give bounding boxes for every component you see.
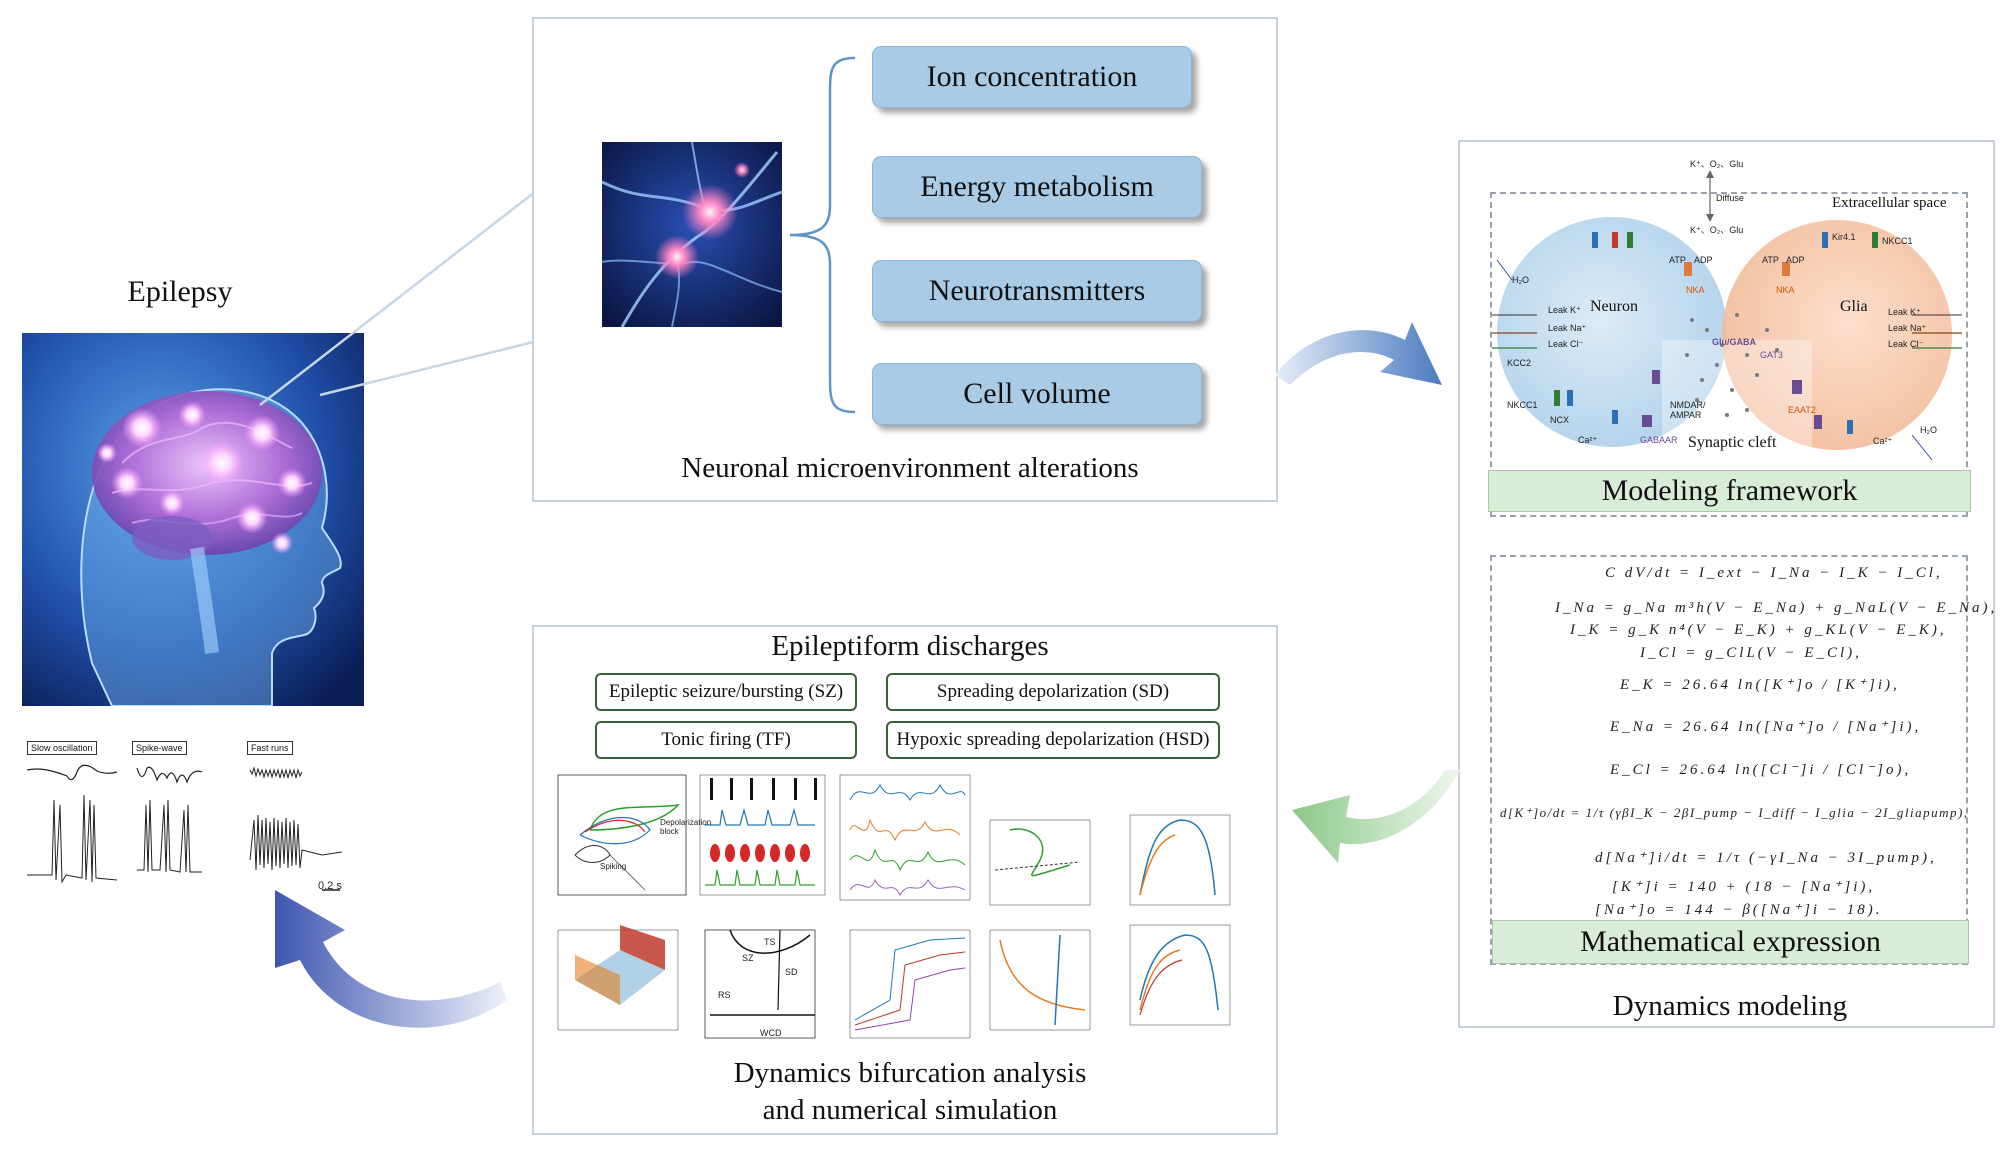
- plot-label-sz: SZ: [742, 953, 754, 963]
- signal-label-fast: Fast runs: [247, 741, 293, 755]
- modeling-diagram: [1492, 170, 1962, 465]
- modeling-framework-label: Modeling framework: [1488, 470, 1971, 512]
- diag-extracellular: Extracellular space: [1832, 195, 1947, 211]
- eq-4: I_Cl = g_ClL(V − E_Cl),: [1640, 645, 1862, 661]
- diag-nmdar: NMDAR/ AMPAR: [1670, 400, 1706, 420]
- bifurcation-title-1: Dynamics bifurcation analysis: [733, 1057, 1087, 1089]
- plot-label-spiking: Spiking: [600, 862, 627, 871]
- diag-glia-leak-k: Leak K⁺: [1888, 307, 1921, 317]
- diag-atp-glia: ATP: [1762, 255, 1779, 265]
- plot-label-depol: Depolarization block: [660, 818, 712, 836]
- eeg-traces: [26, 764, 343, 891]
- diag-ca: Ca²⁺: [1578, 435, 1598, 445]
- eq-10: [K⁺]i = 140 + (18 − [Na⁺]i),: [1612, 879, 1876, 895]
- tag-sz: Epileptic seizure/bursting (SZ): [595, 673, 857, 711]
- neuron-image: [602, 142, 782, 327]
- microenvironment-title: Neuronal microenvironment alterations: [681, 452, 1139, 484]
- eq-9: d[Na⁺]i/dt = 1/τ (−γI_Na − 3I_pump),: [1595, 850, 1937, 866]
- diag-neuron-leak-cl: Leak Cl⁻: [1548, 339, 1584, 349]
- math-expression-label: Mathematical expression: [1492, 920, 1969, 964]
- epilepsy-title: Epilepsy: [127, 275, 233, 308]
- diag-h2o: H₂O: [1512, 275, 1529, 285]
- diag-nka: NKA: [1686, 285, 1705, 295]
- diag-adp-glia: ADP: [1786, 255, 1805, 265]
- diag-glia-leak-cl: Leak Cl⁻: [1888, 339, 1924, 349]
- discharges-title: Epileptiform discharges: [771, 630, 1049, 662]
- item-ion-concentration: Ion concentration: [872, 46, 1192, 108]
- eq-8: d[K⁺]o/dt = 1/τ (γβI_K − 2βI_pump − I_di…: [1500, 805, 1969, 820]
- diag-gat: GAT3: [1760, 350, 1783, 360]
- diag-nkcc: NKCC1: [1507, 400, 1538, 410]
- diag-kcc: KCC2: [1507, 358, 1532, 368]
- eq-6: E_Na = 26.64 ln([Na⁺]o / [Na⁺]i),: [1610, 719, 1922, 735]
- diag-neuron-leak-na: Leak Na⁺: [1548, 323, 1587, 333]
- diag-adp: ADP: [1694, 255, 1713, 265]
- arrow-to-discharges: [1292, 770, 1460, 863]
- diag-top-flux: K⁺、O₂、Glu: [1690, 159, 1744, 169]
- signal-label-slow: Slow oscillation: [27, 741, 97, 755]
- diag-kir: Kir4.1: [1832, 232, 1856, 242]
- item-neurotransmitters: Neurotransmitters: [872, 260, 1202, 322]
- diag-glia-leak-na: Leak Na⁺: [1888, 323, 1927, 333]
- diag-atp: ATP: [1669, 255, 1686, 265]
- diag-nkcc-glia: NKCC1: [1882, 236, 1913, 246]
- diag-top-flux-2: K⁺、O₂、Glu: [1690, 225, 1744, 235]
- diag-diffuse: Diffuse: [1716, 193, 1744, 203]
- tag-tf: Tonic firing (TF): [595, 721, 857, 759]
- item-cell-volume: Cell volume: [872, 363, 1202, 425]
- framework-box: [1490, 192, 1968, 517]
- brain-illustration: [22, 333, 364, 706]
- diag-cleft: Synaptic cleft: [1688, 434, 1777, 451]
- eq-1: C dV/dt = I_ext − I_Na − I_K − I_Cl,: [1605, 565, 1943, 581]
- item-energy-metabolism: Energy metabolism: [872, 156, 1202, 218]
- eq-7: E_Cl = 26.64 ln([Cl⁻]i / [Cl⁻]o),: [1610, 762, 1912, 778]
- diag-ca-glia: Ca²⁺: [1873, 436, 1893, 446]
- plot-label-ts: TS: [764, 937, 776, 947]
- equations-box: [1490, 555, 1968, 965]
- diag-glia: Glia: [1840, 298, 1868, 315]
- eq-2: I_Na = g_Na m³h(V − E_Na) + g_NaL(V − E_…: [1555, 600, 1998, 616]
- brace: [789, 56, 856, 414]
- plot-label-wcd: WCD: [760, 1028, 782, 1038]
- arrow-to-modeling: [1275, 322, 1442, 385]
- tag-sd: Spreading depolarization (SD): [886, 673, 1220, 711]
- diag-h2o-glia: H₂O: [1920, 425, 1937, 435]
- diag-gabaar: GABAAR: [1640, 435, 1678, 445]
- diag-neuron: Neuron: [1590, 298, 1638, 315]
- diag-glu-gaba: Glu/GABA: [1712, 337, 1756, 347]
- arrow-to-epilepsy: [275, 890, 507, 1028]
- modeling-title: Dynamics modeling: [1612, 990, 1848, 1022]
- tag-hsd: Hypoxic spreading depolarization (HSD): [886, 721, 1220, 759]
- plot-label-rs: RS: [718, 990, 731, 1000]
- signal-label-spike: Spike-wave: [132, 741, 187, 755]
- plot-label-sd: SD: [785, 967, 798, 977]
- eq-3: I_K = g_K n⁴(V − E_K) + g_KL(V − E_K),: [1570, 622, 1947, 638]
- eq-5: E_K = 26.64 ln([K⁺]o / [K⁺]i),: [1620, 677, 1900, 693]
- diag-eaat: EAAT2: [1788, 405, 1816, 415]
- diag-neuron-leak-k: Leak K⁺: [1548, 305, 1581, 315]
- bifurcation-plots: [557, 774, 1231, 1039]
- scale-bar-label: 0.2 s: [318, 880, 342, 892]
- diag-ncx: NCX: [1550, 415, 1570, 425]
- bifurcation-title-2: and numerical simulation: [762, 1094, 1058, 1126]
- diag-nka-glia: NKA: [1776, 285, 1795, 295]
- eq-11: [Na⁺]o = 144 − β([Na⁺]i − 18).: [1595, 902, 1883, 918]
